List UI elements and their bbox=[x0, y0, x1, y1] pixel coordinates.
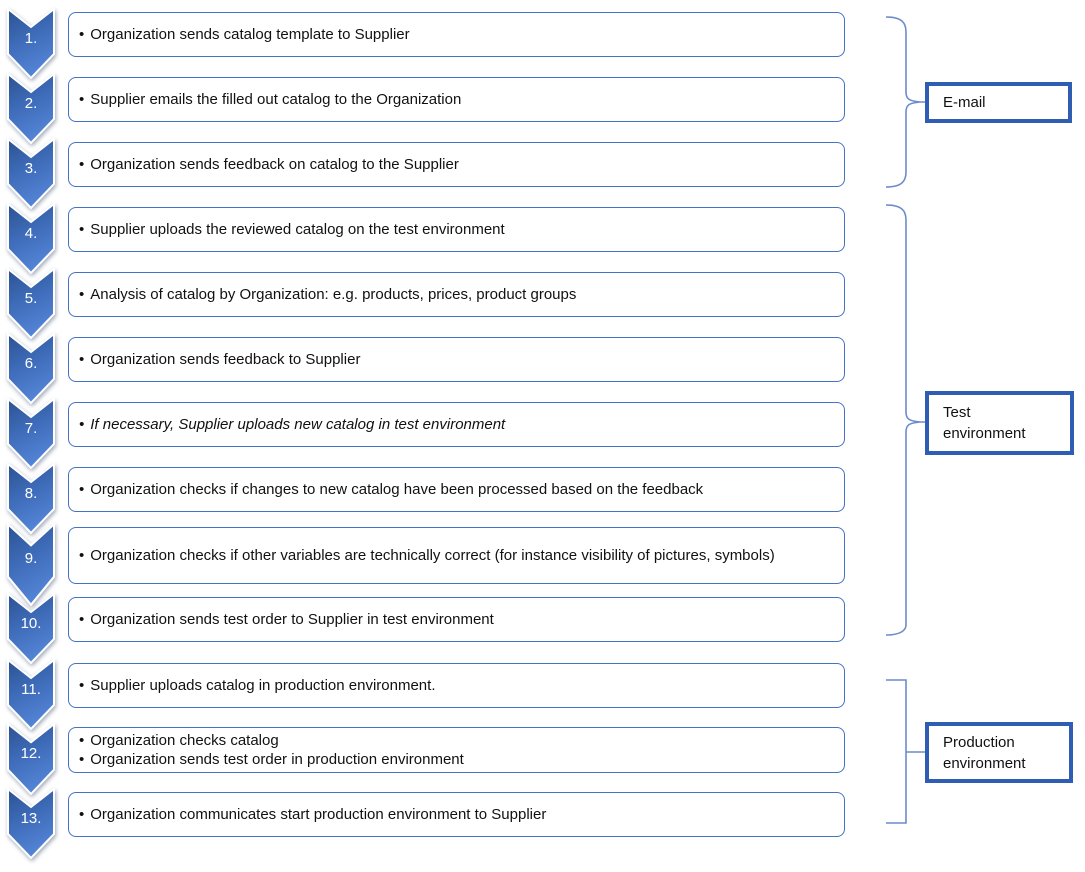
chevron-arrow-icon bbox=[7, 593, 55, 664]
email-brace bbox=[885, 16, 927, 188]
step-box: • Supplier uploads the reviewed catalog o… bbox=[68, 207, 845, 252]
step-box: • Organization sends test order to Suppli… bbox=[68, 597, 845, 642]
step-box: • Organization checks if changes to new c… bbox=[68, 467, 845, 512]
chevron-arrow-icon bbox=[7, 659, 55, 730]
chevron-arrow-icon bbox=[7, 138, 55, 209]
chevron-arrow-icon bbox=[7, 333, 55, 404]
step-number: 11. bbox=[21, 681, 41, 698]
step-row-10: 10. • Organization sends test order to Su… bbox=[7, 593, 845, 664]
step-box: • Supplier emails the filled out catalog … bbox=[68, 77, 845, 122]
step-number: 6. bbox=[24, 355, 38, 372]
step-row-9: 9. • Organization checks if other variabl… bbox=[7, 523, 845, 606]
step-box: • Organization checks catalog • Organizati… bbox=[68, 727, 845, 773]
group-label-text: E-mail bbox=[943, 94, 986, 111]
chevron-arrow-icon bbox=[7, 73, 55, 144]
chevron-arrow-icon bbox=[7, 523, 55, 606]
step-number: 9. bbox=[24, 549, 38, 567]
step-row-5: 5. • Analysis of catalog by Organization:… bbox=[7, 268, 845, 339]
test-brace bbox=[885, 204, 927, 636]
step-text: Supplier emails the filled out catalog t… bbox=[90, 91, 462, 108]
bullet-icon: • bbox=[79, 91, 85, 108]
chevron-arrow-icon bbox=[7, 398, 55, 469]
step-text: Supplier uploads catalog in production e… bbox=[90, 677, 436, 694]
step-text: Organization checks if other variables a… bbox=[90, 547, 775, 564]
step-number: 5. bbox=[24, 290, 38, 307]
step-text: Analysis of catalog by Organization: e.g… bbox=[90, 286, 577, 303]
bullet-icon: • bbox=[79, 416, 85, 433]
step-text: Supplier uploads the reviewed catalog on… bbox=[90, 221, 505, 238]
step-row-13: 13. • Organization communicates start pro… bbox=[7, 788, 845, 859]
step-box: • Supplier uploads catalog in production … bbox=[68, 663, 845, 708]
step-row-6: 6. • Organization sends feedback to Suppl… bbox=[7, 333, 845, 404]
step-text: Organization sends test order to Supplie… bbox=[90, 611, 494, 628]
step-number: 2. bbox=[24, 95, 38, 112]
step-row-8: 8. • Organization checks if changes to ne… bbox=[7, 463, 845, 534]
bullet-icon: • bbox=[79, 481, 85, 498]
group-label-test-environment: Test environment bbox=[925, 391, 1074, 455]
bullet-icon: • bbox=[79, 547, 85, 564]
step-box: • If necessary, Supplier uploads new cata… bbox=[68, 402, 845, 447]
chevron-arrow-icon bbox=[7, 8, 55, 79]
step-number: 13. bbox=[20, 810, 42, 827]
step-text: Organization sends feedback to Supplier bbox=[90, 351, 361, 368]
step-row-2: 2. • Supplier emails the filled out catal… bbox=[7, 73, 845, 144]
step-row-12: 12. • Organization checks catalog • Organi… bbox=[7, 723, 845, 795]
step-text: Organization checks catalog bbox=[90, 732, 279, 749]
step-box: • Analysis of catalog by Organization: e.… bbox=[68, 272, 845, 317]
step-text: If necessary, Supplier uploads new catal… bbox=[90, 416, 506, 433]
group-label-text: Production environment bbox=[943, 733, 1026, 772]
step-text: Organization checks if changes to new ca… bbox=[90, 481, 704, 498]
step-box: • Organization sends catalog template to … bbox=[68, 12, 845, 57]
bullet-icon: • bbox=[79, 221, 85, 238]
group-label-production-environment: Production environment bbox=[925, 722, 1073, 783]
bullet-icon: • bbox=[79, 26, 85, 43]
bullet-icon: • bbox=[79, 611, 85, 628]
group-label-email: E-mail bbox=[925, 82, 1072, 123]
bullet-icon: • bbox=[79, 156, 85, 173]
step-number: 12. bbox=[20, 745, 42, 763]
step-text: Organization sends test order in product… bbox=[90, 751, 464, 768]
step-number: 10. bbox=[20, 615, 42, 632]
bullet-icon: • bbox=[79, 351, 85, 368]
bullet-icon: • bbox=[79, 732, 85, 749]
step-number: 7. bbox=[24, 420, 38, 437]
chevron-arrow-icon bbox=[7, 268, 55, 339]
step-number: 4. bbox=[24, 225, 38, 242]
step-text: Organization communicates start producti… bbox=[90, 806, 547, 823]
production-bracket bbox=[886, 679, 927, 824]
step-row-4: 4. • Supplier uploads the reviewed catalo… bbox=[7, 203, 845, 274]
group-label-text: Test environment bbox=[943, 404, 1026, 442]
step-box: • Organization checks if other variables … bbox=[68, 527, 845, 584]
chevron-arrow-icon bbox=[7, 463, 55, 534]
chevron-arrow-icon bbox=[7, 723, 55, 795]
bullet-icon: • bbox=[79, 806, 85, 823]
step-number: 1. bbox=[24, 30, 38, 47]
step-box: • Organization sends feedback to Supplier bbox=[68, 337, 845, 382]
bullet-icon: • bbox=[79, 286, 85, 303]
chevron-arrow-icon bbox=[7, 788, 55, 859]
step-text: Organization sends feedback on catalog t… bbox=[90, 156, 459, 173]
step-row-11: 11. • Supplier uploads catalog in product… bbox=[7, 659, 845, 730]
step-number: 8. bbox=[24, 485, 38, 502]
step-row-3: 3. • Organization sends feedback on catal… bbox=[7, 138, 845, 209]
step-number: 3. bbox=[24, 160, 38, 177]
step-box: • Organization communicates start product… bbox=[68, 792, 845, 837]
bullet-icon: • bbox=[79, 751, 85, 768]
step-row-7: 7. • If necessary, Supplier uploads new c… bbox=[7, 398, 845, 469]
step-text: Organization sends catalog template to S… bbox=[90, 26, 410, 43]
bullet-icon: • bbox=[79, 677, 85, 694]
chevron-arrow-icon bbox=[7, 203, 55, 274]
step-box: • Organization sends feedback on catalog … bbox=[68, 142, 845, 187]
step-row-1: 1. • Organization sends catalog template … bbox=[7, 8, 845, 79]
